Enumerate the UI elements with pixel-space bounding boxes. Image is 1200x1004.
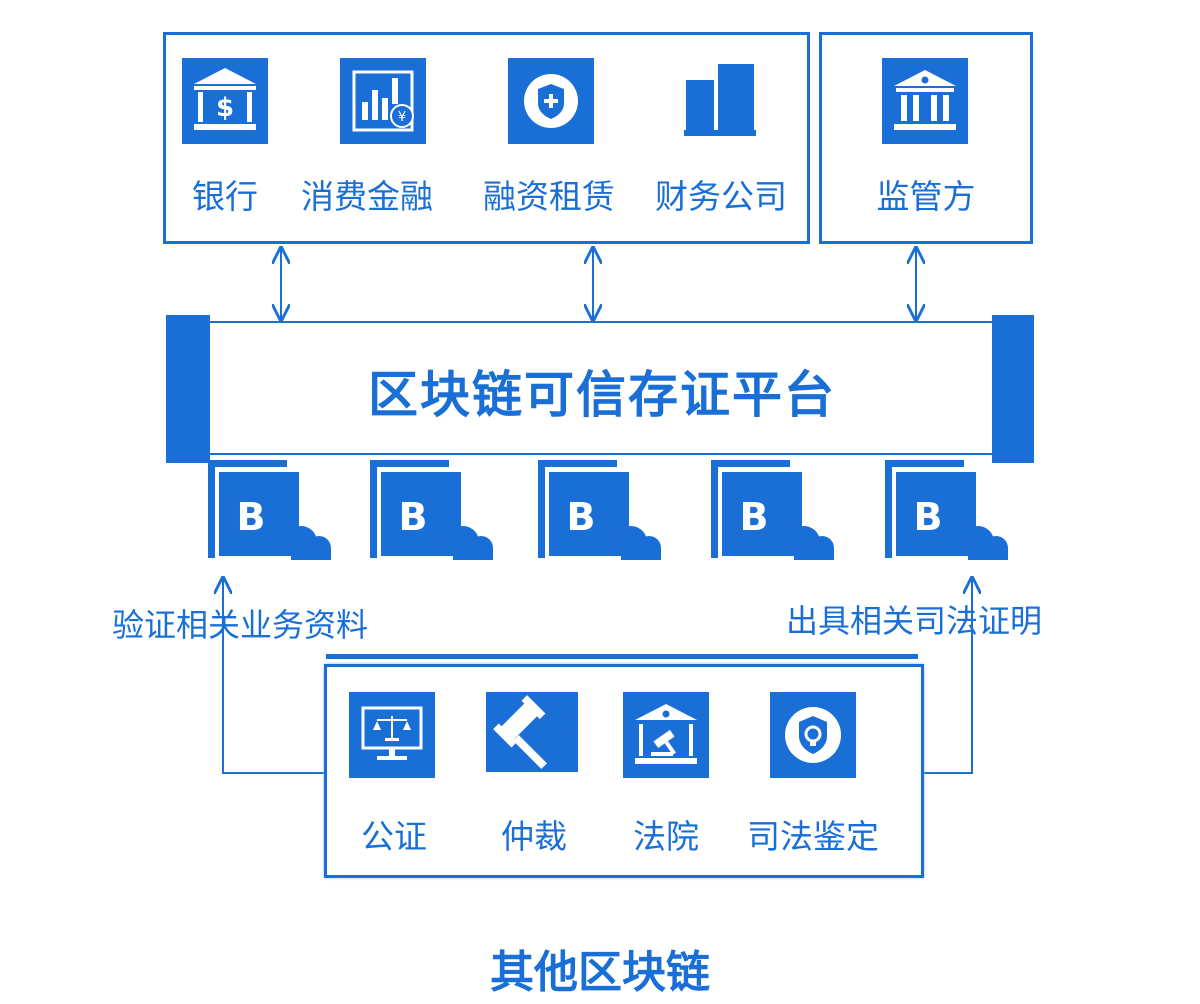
gavel-icon (486, 692, 578, 772)
bottom-title: 其他区块链 (490, 947, 710, 998)
bank-dollar-icon: $ (182, 58, 268, 144)
blockchain-node-1: B (205, 460, 345, 570)
judicial-label-arbitration: 仲裁 (501, 817, 567, 856)
node-letter: B (399, 495, 428, 539)
right-flow-label: 出具相关司法证明 (786, 602, 1043, 640)
blockchain-node-5: B (882, 460, 1022, 570)
shield-plus-icon (508, 58, 594, 144)
judicial-label-court: 法院 (633, 817, 699, 856)
regulator-label: 监管方 (876, 177, 976, 216)
participant-label-finance-company: 财务公司 (655, 177, 787, 216)
participant-label-bank: 银行 (192, 177, 258, 216)
blockchain-node-2: B (367, 460, 507, 570)
financial-institutions-box (163, 32, 810, 244)
platform-left-cap (166, 315, 210, 463)
judicial-label-notary: 公证 (361, 817, 427, 856)
left-flow-label: 验证相关业务资料 (112, 606, 369, 644)
building-icon (684, 62, 756, 136)
platform-title: 区块链可信存证平台 (368, 366, 836, 424)
svg-text:$: $ (216, 93, 234, 123)
shield-badge-icon (770, 692, 856, 778)
monitor-scales-icon (349, 692, 435, 778)
blockchain-node-3: B (535, 460, 675, 570)
participant-label-leasing: 融资租赁 (483, 177, 615, 216)
node-letter: B (740, 495, 769, 539)
bar-chart-yen-icon: ¥ (340, 58, 426, 144)
participant-label-consumer-finance: 消费金融 (301, 177, 433, 216)
judicial-box-top-bar (326, 654, 918, 659)
blockchain-node-4: B (708, 460, 848, 570)
courthouse-icon (623, 692, 709, 778)
judicial-label-forensics: 司法鉴定 (747, 817, 879, 856)
node-letter: B (237, 495, 266, 539)
node-letter: B (567, 495, 596, 539)
svg-text:¥: ¥ (398, 110, 406, 125)
node-letter: B (914, 495, 943, 539)
left-flow-arrow (223, 578, 325, 774)
platform-right-cap (992, 315, 1034, 463)
government-building-icon (882, 58, 968, 144)
